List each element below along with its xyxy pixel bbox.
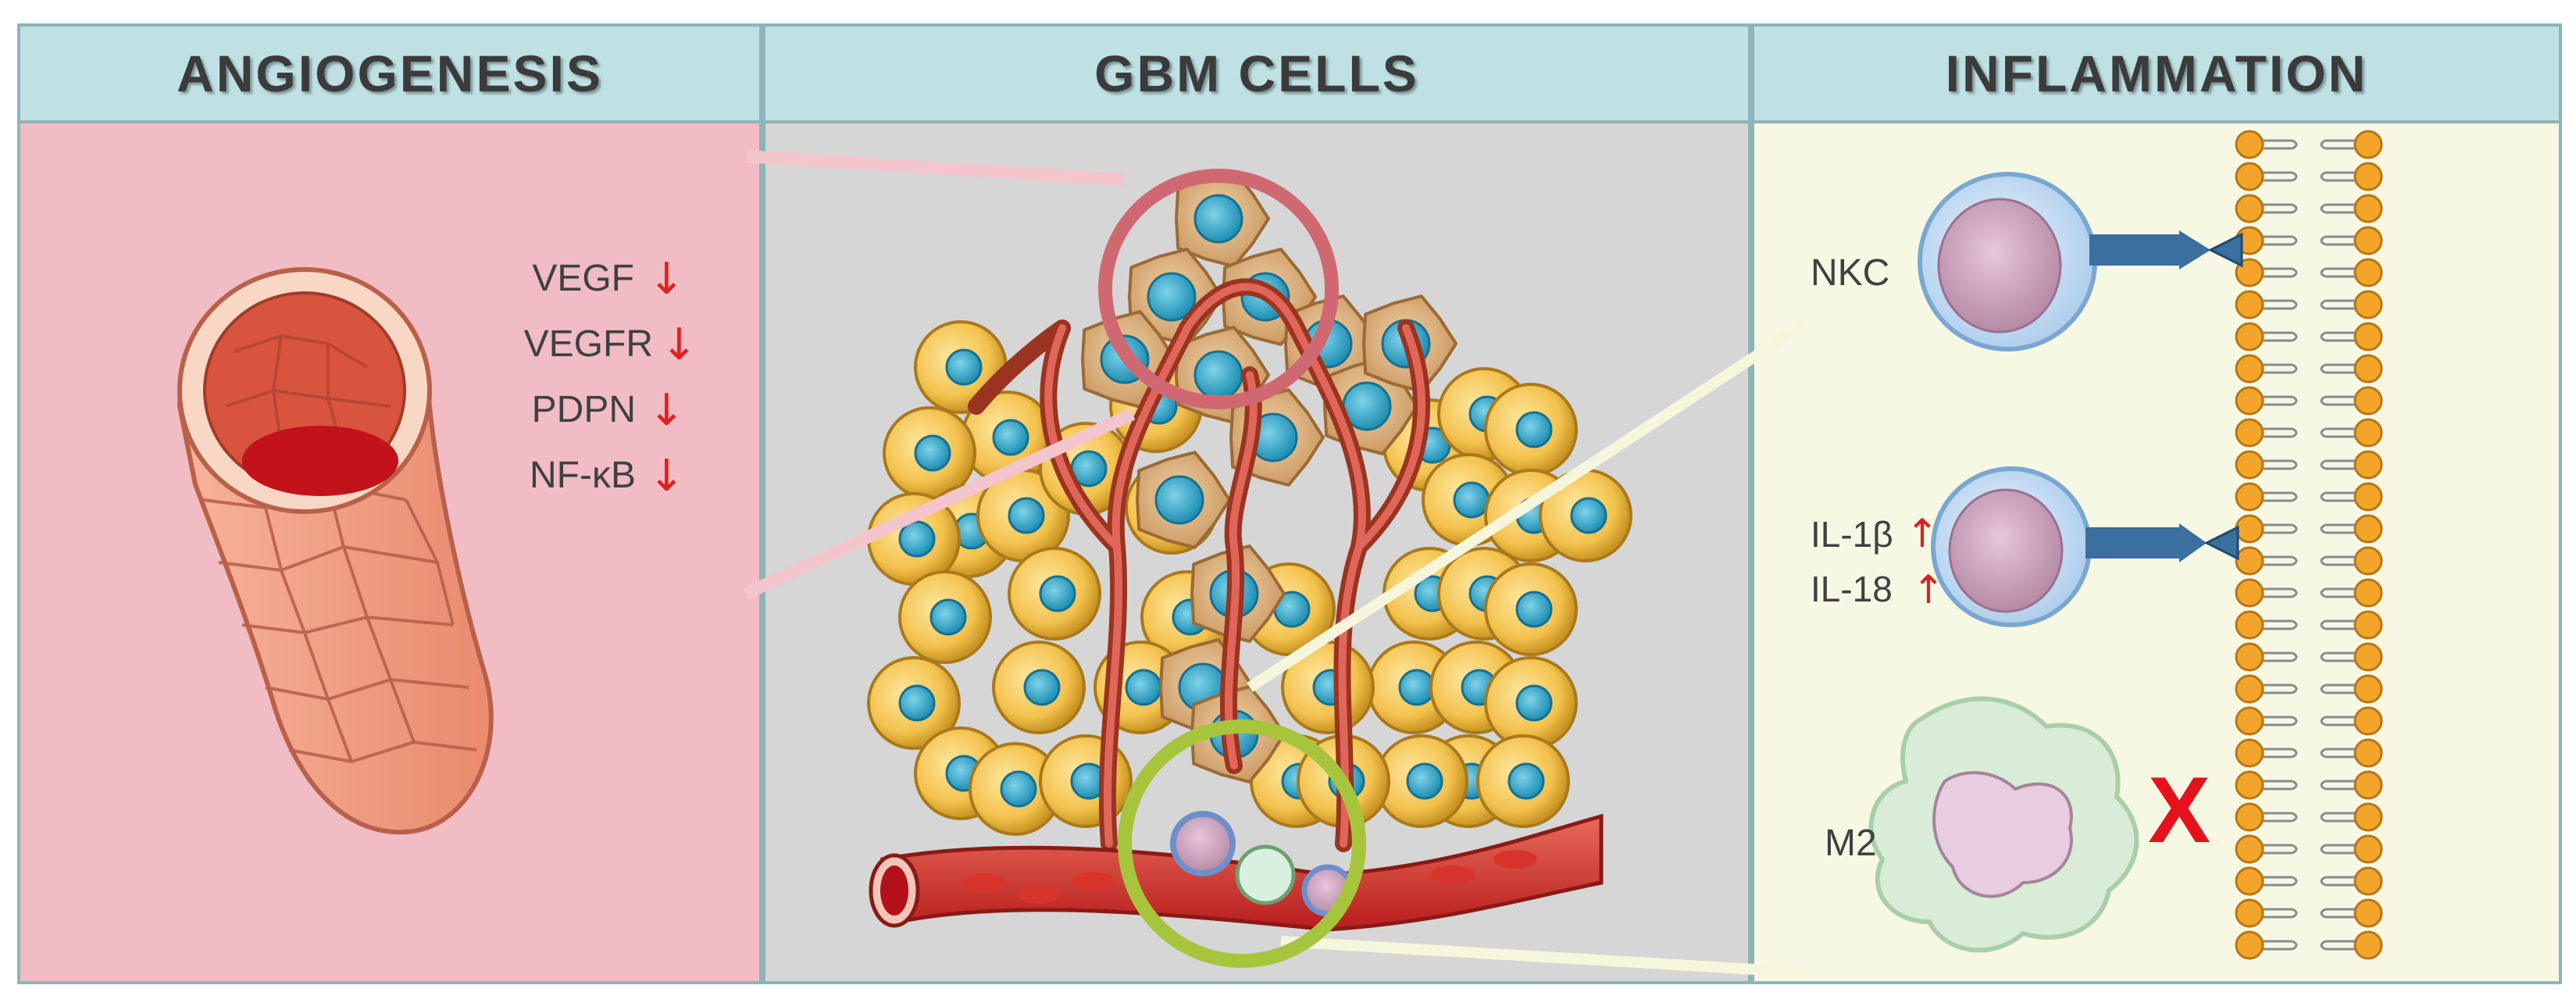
marker-label: VEGFR: [524, 323, 653, 365]
blood-vessel-horizontal: [869, 811, 1604, 932]
phospholipid-pair: [2235, 546, 2383, 576]
down-arrow-icon: ↓: [661, 319, 698, 370]
angiogenesis-markers: VEGF ↓ VEGFR ↓ PDPN ↓ NF-κB ↓: [524, 254, 698, 502]
m2-macrophage-icon: [1868, 696, 2139, 953]
phospholipid-pair: [2235, 578, 2383, 608]
phospholipid-pair: [2235, 610, 2383, 640]
capillary-highlight: [1044, 283, 1425, 848]
nk-cell-icon: [1931, 466, 2239, 627]
angiogenesis-header: ANGIOGENESIS: [17, 23, 762, 123]
phospholipid-pair: [2235, 450, 2383, 480]
cytokine-label: IL-18: [1811, 569, 1893, 609]
phospholipid-pair: [2235, 418, 2383, 448]
tumor-cell: [1484, 562, 1578, 656]
phospholipid-pair: [2235, 130, 2383, 159]
phospholipid-pair: [2235, 770, 2383, 800]
phospholipid-pair: [2235, 674, 2383, 704]
down-arrow-icon: ↓: [648, 254, 685, 305]
inflammation-labels: NKC IL-1β ↑ IL-18 ↑ M2 X: [1811, 252, 2210, 864]
cytokine-label: IL-1β: [1811, 514, 1893, 555]
phospholipid-pair: [2235, 866, 2383, 896]
cell-membrane-bilayer: [2235, 130, 2383, 960]
phospholipid-pair: [2235, 290, 2383, 319]
phospholipid-pair: [2235, 354, 2383, 384]
angiogenesis-title: ANGIOGENESIS: [177, 45, 603, 102]
phospholipid-pair: [2235, 194, 2383, 223]
tumor-cell: [1484, 383, 1578, 477]
tumor-cell: [883, 406, 976, 500]
tumor-cell: [992, 641, 1086, 734]
up-arrow-icon: ↑: [1912, 567, 1945, 612]
phospholipid-pair: [2235, 802, 2383, 832]
tumor-cell: [1008, 547, 1101, 641]
down-arrow-icon: ↓: [648, 385, 685, 436]
zoom-callout-tumor: [743, 150, 1339, 600]
phospholipid-pair: [2235, 514, 2383, 544]
phospholipid-pair: [2235, 226, 2383, 255]
phospholipid-pair: [2235, 322, 2383, 352]
tumor-cell: [1484, 656, 1578, 750]
marker-label: NF-κB: [530, 455, 636, 496]
tumor-cell: [1476, 734, 1570, 828]
down-arrow-icon: ↓: [648, 451, 685, 502]
tumor-cell: [867, 656, 961, 750]
gbm-cells-header: GBM CELLS: [762, 23, 1751, 123]
zoom-callout-immune: [1118, 319, 1809, 978]
marker-label: VEGF: [532, 258, 634, 299]
nk-cell-icon: [1918, 172, 2243, 352]
phospholipid-pair: [2235, 258, 2383, 287]
up-arrow-icon: ↑: [1906, 511, 1939, 556]
phospholipid-pair: [2235, 834, 2383, 864]
marker-label: PDPN: [532, 389, 636, 430]
phospholipid-pair: [2235, 162, 2383, 191]
blood-vessel-icon: [177, 267, 494, 835]
phospholipid-pair: [2235, 706, 2383, 736]
phospholipid-pair: [2235, 482, 2383, 512]
phospholipid-pair: [2235, 898, 2383, 928]
inflammation-header: INFLAMMATION: [1751, 23, 2562, 123]
phospholipid-pair: [2235, 386, 2383, 416]
m2-label: M2: [1825, 823, 1877, 864]
inflammation-title: INFLAMMATION: [1945, 45, 2368, 102]
phospholipid-pair: [2235, 642, 2383, 672]
phospholipid-pair: [2235, 930, 2383, 960]
tumor-cell: [1375, 734, 1468, 828]
nkc-label: NKC: [1811, 252, 1889, 294]
gbm-cell: [1136, 451, 1231, 549]
phospholipid-pair: [2235, 738, 2383, 768]
gbm-cells-title: GBM CELLS: [1094, 45, 1419, 102]
cross-mark-icon: X: [2148, 758, 2210, 862]
tumor-cell: [898, 570, 992, 664]
